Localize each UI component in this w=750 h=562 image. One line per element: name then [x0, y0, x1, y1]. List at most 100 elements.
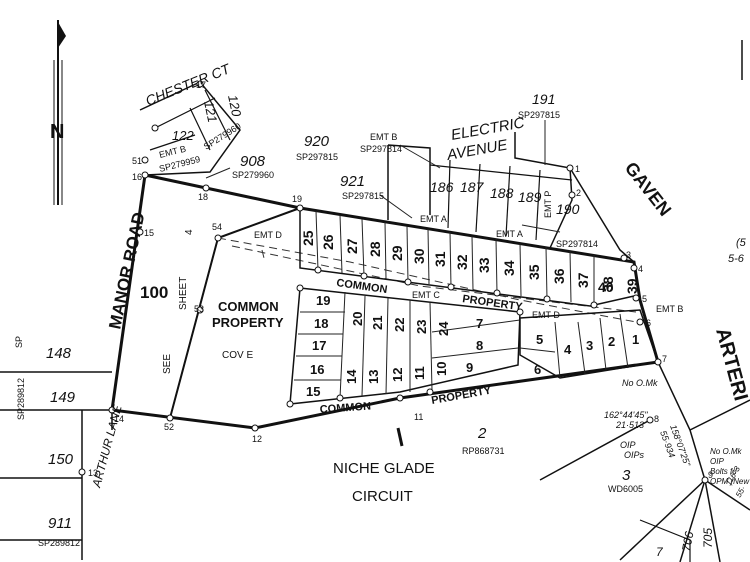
cove-label: COV E [222, 350, 253, 361]
outer-lot-187: 187 [460, 179, 485, 195]
station-6: 6 [646, 318, 651, 328]
lot-9: 9 [466, 360, 473, 375]
station-3: 3 [626, 250, 631, 260]
lot-33: 33 [476, 257, 492, 273]
outer-lot-186: 186 [430, 179, 454, 195]
plan-sp297815-b: SP297815 [296, 152, 338, 162]
station-13: 13 [88, 468, 98, 478]
edge-note-1: (5 [736, 237, 747, 249]
lot-27: 27 [344, 238, 360, 254]
lot-7: 7 [476, 316, 483, 331]
lot-13: 13 [366, 370, 381, 384]
plan-rp868731: RP868731 [462, 446, 505, 456]
plan-sp289812-b: SP289812 [38, 538, 80, 548]
niche-glade-pointer [396, 427, 404, 447]
station-labels: 1 2 3 4 5 6 7 8 9 11 12 13 14 15 16 17 1… [88, 80, 713, 480]
outer-lot-188: 188 [490, 185, 514, 201]
outer-lot-707: 7 [656, 545, 664, 559]
gaven-label: GAVEN [621, 158, 675, 220]
see-label: SEE [162, 354, 173, 374]
outer-lot-120: 120 [225, 94, 244, 119]
property-bottom-label: PROPERTY [430, 385, 492, 407]
lot-5: 5 [536, 332, 543, 347]
plan-sp297815-c: SP297815 [342, 191, 384, 201]
lot-20: 20 [350, 312, 365, 326]
outer-lot-150: 150 [48, 451, 74, 468]
niche-glade-label-2: CIRCUIT [352, 488, 413, 505]
lot-39: 39 [624, 278, 640, 294]
plan-sp-partial: SP [14, 336, 24, 348]
emt-d-label-1: EMT D [254, 230, 282, 240]
common-property-label-1: COMMON [218, 299, 279, 314]
bolts-note: Bolts fd [710, 467, 737, 476]
chester-ct-label: CHESTER CT [143, 60, 233, 109]
north-label: N [50, 121, 64, 143]
lot-22: 22 [392, 318, 407, 332]
outer-lot-121: 121 [201, 100, 220, 124]
station-52: 52 [164, 422, 174, 432]
lot-25: 25 [300, 230, 316, 246]
emt-a-label-1: EMT A [420, 214, 447, 224]
outer-lot-921: 921 [340, 173, 365, 190]
emt-b-right-label: EMT B [656, 304, 683, 314]
no-omk-note: No O.Mk [622, 378, 658, 388]
station-1: 1 [575, 164, 580, 174]
lot-11: 11 [412, 366, 427, 380]
outer-lot-911: 911 [48, 515, 72, 532]
oip-note: OIP [620, 440, 636, 450]
plan-sp279960-b: SP279960 [232, 170, 274, 180]
outer-lot-706: 706 [679, 530, 696, 552]
lot-34: 34 [501, 260, 517, 276]
lot-31: 31 [432, 251, 448, 267]
no-omk-note-2: No O.Mk [710, 447, 743, 456]
right-lot-block [519, 309, 660, 379]
central-lot-block [289, 287, 521, 405]
emt-a-label-2: EMT A [496, 229, 523, 239]
outer-lot-2: 2 [477, 425, 487, 442]
lot-32: 32 [454, 254, 470, 270]
lot-30: 30 [411, 248, 427, 264]
outer-lot-920: 920 [304, 133, 330, 150]
lot-26: 26 [320, 234, 336, 250]
north-arrow: N [50, 20, 66, 205]
lot-23: 23 [414, 320, 429, 334]
lot-36: 36 [551, 268, 567, 284]
station-7: 7 [662, 354, 667, 364]
emt-b-label: EMT B [370, 132, 397, 142]
top-row-lot-labels: 25 26 27 28 29 30 31 32 33 34 35 36 37 3… [300, 230, 640, 295]
opm-note: OPM (New [710, 477, 750, 486]
sheet-number-label: 4 [184, 229, 195, 235]
lot-14: 14 [344, 369, 359, 384]
emt-p-label: EMT P [543, 191, 553, 218]
manor-road-label: MANOR ROAD [105, 210, 148, 330]
plan-sp289812-a: SP289812 [16, 378, 26, 420]
distance-1: 21·513 [615, 420, 644, 430]
plan-wd6005: WD6005 [608, 484, 643, 494]
lot-18: 18 [314, 316, 328, 331]
lot-28: 28 [367, 241, 383, 257]
distance-3: 55· [734, 484, 748, 499]
lot-29: 29 [389, 245, 405, 261]
lot-40: 40 [598, 279, 614, 295]
outer-lot-149: 149 [50, 389, 76, 406]
station-14: 14 [114, 414, 124, 424]
plan-sp297815-a: SP297815 [518, 110, 560, 120]
top-lot-row [299, 208, 635, 307]
station-51: 51 [132, 156, 142, 166]
lot-12: 12 [390, 368, 405, 382]
outer-lot-705: 705 [701, 528, 715, 548]
emt-d-label-2: EMT D [532, 310, 560, 320]
lot-8: 8 [476, 338, 483, 353]
bearing-1: 162°44'45" [604, 410, 648, 420]
outer-lot-908: 908 [240, 153, 266, 170]
station-11: 11 [414, 412, 423, 422]
outer-lot-190: 190 [556, 201, 580, 217]
lot-38: 38 [600, 276, 616, 292]
oip-note-2: OIP [710, 457, 724, 466]
lot-17: 17 [312, 338, 326, 353]
lot-6: 6 [534, 362, 541, 377]
lot-4: 4 [564, 342, 572, 357]
lot-19: 19 [316, 293, 330, 308]
lot-24: 24 [436, 321, 451, 336]
